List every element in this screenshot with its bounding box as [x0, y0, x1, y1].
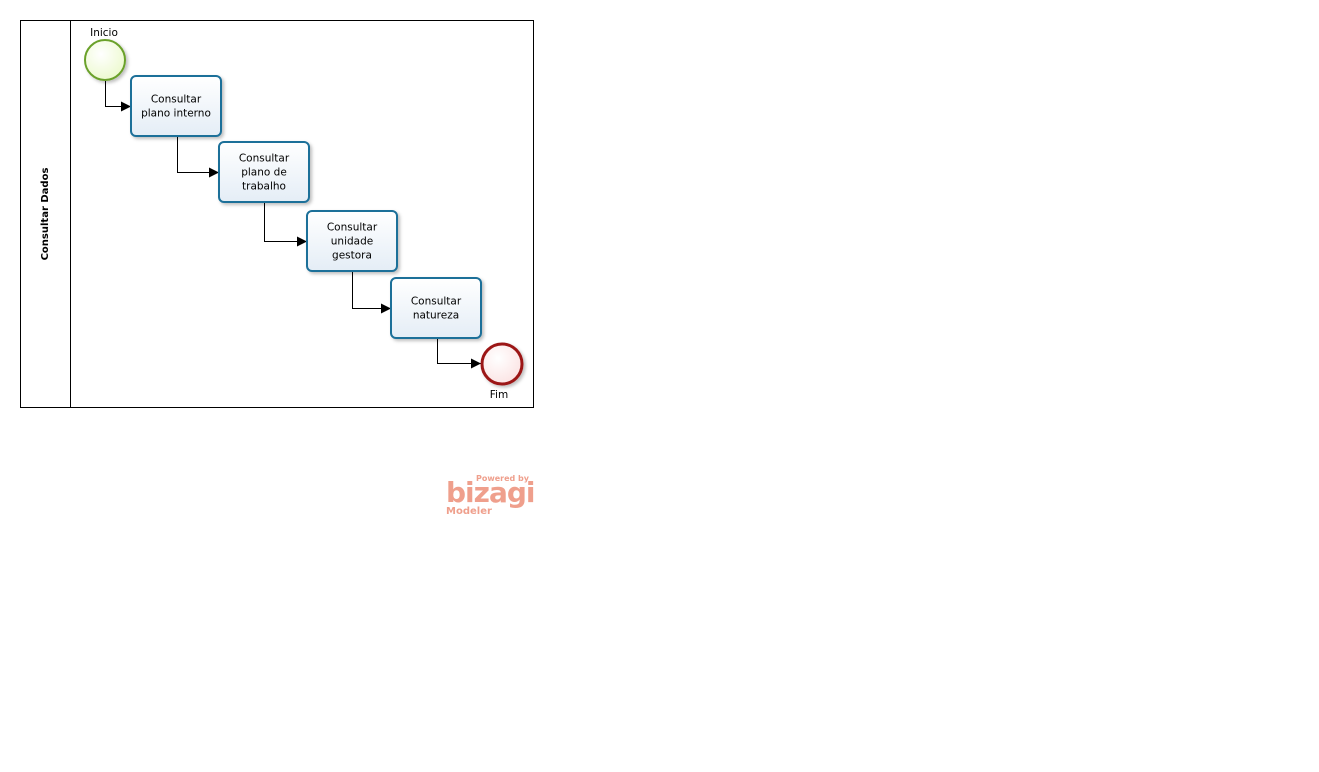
flow-task-4-to-end[interactable]: [437, 339, 482, 369]
flow-task-3-to-task-4[interactable]: [352, 271, 392, 314]
start-event-label: Inicio: [90, 27, 118, 39]
start-event-circle[interactable]: [84, 39, 126, 81]
task-box[interactable]: [218, 141, 310, 203]
task-box[interactable]: [130, 75, 222, 137]
task-label-line: natureza: [413, 310, 459, 322]
task-1[interactable]: Consultar plano interno: [130, 75, 222, 137]
end-event[interactable]: Fim: [480, 342, 524, 401]
flow-task-2-to-task-3[interactable]: [264, 203, 308, 247]
start-event[interactable]: Inicio: [84, 27, 126, 81]
task-4[interactable]: Consultar natureza: [390, 277, 482, 339]
flow-start-to-task-1[interactable]: [105, 81, 132, 112]
task-label-line: Consultar: [327, 222, 378, 234]
end-event-label: Fim: [490, 389, 508, 401]
bizagi-watermark: Powered by bizagi Modeler: [446, 474, 535, 517]
task-box[interactable]: [390, 277, 482, 339]
task-box[interactable]: [306, 210, 398, 272]
watermark-brand-text: bizagi: [446, 476, 534, 509]
watermark-product-text: Modeler: [446, 506, 492, 517]
sequence-flows: [105, 81, 482, 369]
lane-label[interactable]: Consultar Dados: [40, 168, 51, 261]
task-2[interactable]: Consultar plano de trabalho: [218, 141, 310, 203]
task-label-line: unidade: [331, 236, 373, 248]
end-event-circle[interactable]: [480, 342, 524, 386]
task-label-line: trabalho: [242, 181, 286, 193]
flow-task-1-to-task-2[interactable]: [177, 137, 220, 178]
task-label-line: Consultar: [151, 94, 202, 106]
task-3[interactable]: Consultar unidade gestora: [306, 210, 398, 272]
task-label-line: Consultar: [411, 296, 462, 308]
watermark-powered-text: Powered by: [476, 474, 530, 483]
task-label-line: Consultar: [239, 153, 290, 165]
task-label-line: plano interno: [141, 108, 211, 120]
task-label-line: plano de: [241, 167, 287, 179]
task-label-line: gestora: [332, 250, 372, 262]
